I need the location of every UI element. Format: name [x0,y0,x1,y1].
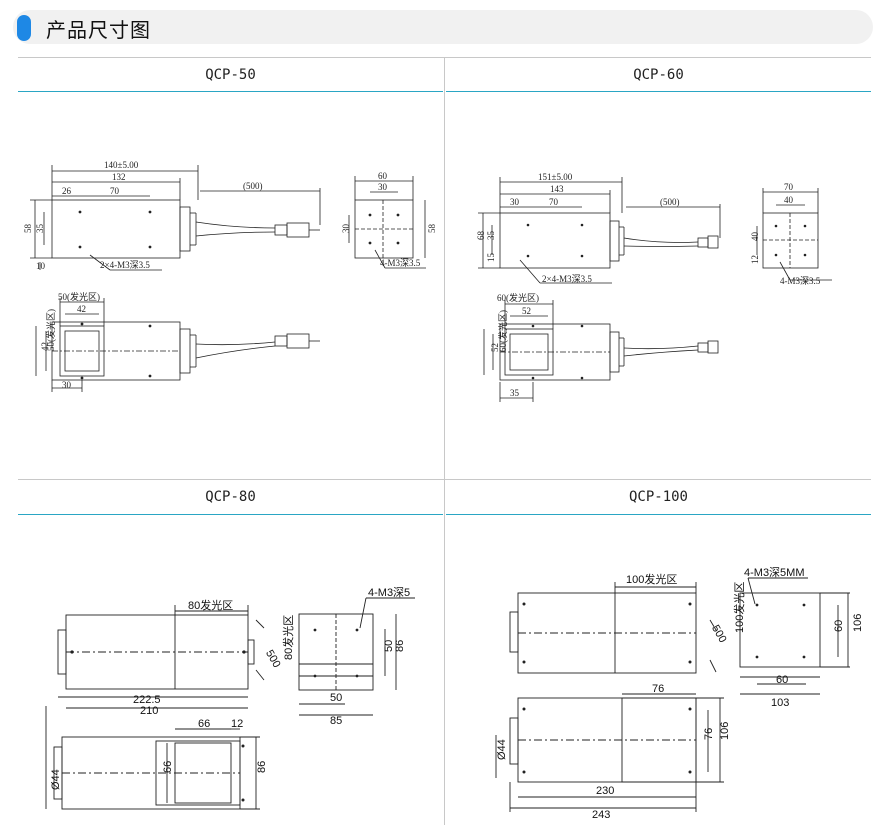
qcp50-emit-h: 50(发光区) [45,309,56,351]
qcp100-side-w103: 103 [771,697,789,709]
qcp100-top-76: 76 [652,683,664,695]
qcp50-off30: 30 [62,380,72,390]
qcp80-top-h86: 86 [256,761,268,773]
qcp60-emit-h-in: 52 [490,343,500,352]
panel-divider-line [446,91,871,92]
qcp60-dim-30: 30 [510,197,520,207]
qcp100-side-h106: 106 [852,614,864,632]
qcp60-holes-note: 2×4-M3深3.5 [542,274,592,284]
qcp60-dim-cable: (500) [660,197,680,207]
qcp80-top-12: 12 [231,718,243,730]
model-label-qcp50: QCP-50 [205,67,256,83]
qcp60-dim-h15: 15 [486,253,496,263]
qcp100-dia: Ø44 [496,739,508,760]
qcp60-dim-h35: 35 [486,231,496,241]
page-title: 产品尺寸图 [46,18,151,42]
qcp80-side-h86: 86 [394,640,406,652]
qcp50-dim-26: 26 [62,186,72,196]
qcp50-dim-body: 132 [112,172,126,182]
qcp50-side-h58: 58 [427,224,437,234]
qcp50-side-h30: 30 [341,224,351,234]
qcp60-emit-h: 60(发光区) [497,310,508,352]
qcp50-dim-h58: 58 [23,224,33,234]
qcp60-side-w40: 40 [784,195,794,205]
qcp100-dim-cable: 500 [709,623,729,645]
qcp100-top-h76: 76 [703,728,715,740]
qcp80-top-66: 66 [198,718,210,730]
panel-divider-line [446,514,871,515]
qcp100-top-h106: 106 [719,722,731,740]
qcp80-emit-side: 80发光区 [281,615,295,660]
qcp50-side-holes: 4-M3深3.5 [380,258,421,268]
qcp100-emit-side: 100发光区 [732,582,746,633]
qcp50-dim-h10: 10 [36,261,46,271]
qcp50-holes-note: 2×4-M3深3.5 [100,260,150,270]
panel-divider-line [18,514,443,515]
qcp50-dim-h35: 35 [35,224,45,234]
qcp60-emit-w: 60(发光区) [497,292,539,303]
qcp80-side-h50: 50 [383,640,395,652]
qcp80-dim-body: 210 [140,705,158,717]
model-label-qcp100: QCP-100 [628,489,688,505]
qcp80-dia: Ø44 [50,769,62,790]
section-header: 产品尺寸图 [13,10,873,44]
grid-vertical-divider [444,57,445,825]
qcp60-emit-in: 52 [522,306,531,316]
qcp50-emit-in: 42 [77,304,86,314]
qcp80-side-holes: 4-M3深5 [368,586,410,599]
header-accent-bar [17,15,31,41]
qcp50-emit-h-in: 42 [40,342,50,351]
qcp100-side-h60: 60 [833,620,845,632]
qcp50-emit-w: 50(发光区) [58,291,100,302]
qcp60-dim-h68: 68 [476,231,486,241]
qcp80-side-w50: 50 [330,692,342,704]
qcp50-dim-cable: (500) [243,181,263,191]
qcp50-side-w60: 60 [378,171,388,181]
model-label-qcp80: QCP-80 [205,489,256,505]
qcp50-dim-overall: 140±5.00 [104,160,139,170]
qcp100-side-w60: 60 [776,674,788,686]
qcp60-dim-70: 70 [549,197,559,207]
qcp100-len243: 243 [592,809,610,821]
qcp60-side-h40: 40 [750,232,760,242]
qcp60-side-h12: 12 [750,255,760,264]
qcp100-side-holes: 4-M3深5MM [744,566,805,579]
qcp60-off35: 35 [510,388,520,398]
qcp60-side-holes: 4-M3深3.5 [780,276,821,286]
panel-divider-line [18,91,443,92]
qcp60-dim-overall: 151±5.00 [538,172,573,182]
qcp60-side-w70: 70 [784,182,794,192]
qcp50-dim-70: 70 [110,186,120,196]
qcp80-side-w85: 85 [330,715,342,727]
qcp80-top-h66: 66 [162,761,174,773]
qcp80-emit-label: 80发光区 [188,598,233,612]
qcp60-dim-body: 143 [550,184,564,194]
qcp100-emit-label: 100发光区 [626,572,677,586]
qcp80-dim-overall: 222.5 [133,694,161,706]
qcp100-len230: 230 [596,785,614,797]
qcp50-side-w30: 30 [378,182,388,192]
model-label-qcp60: QCP-60 [633,67,684,83]
